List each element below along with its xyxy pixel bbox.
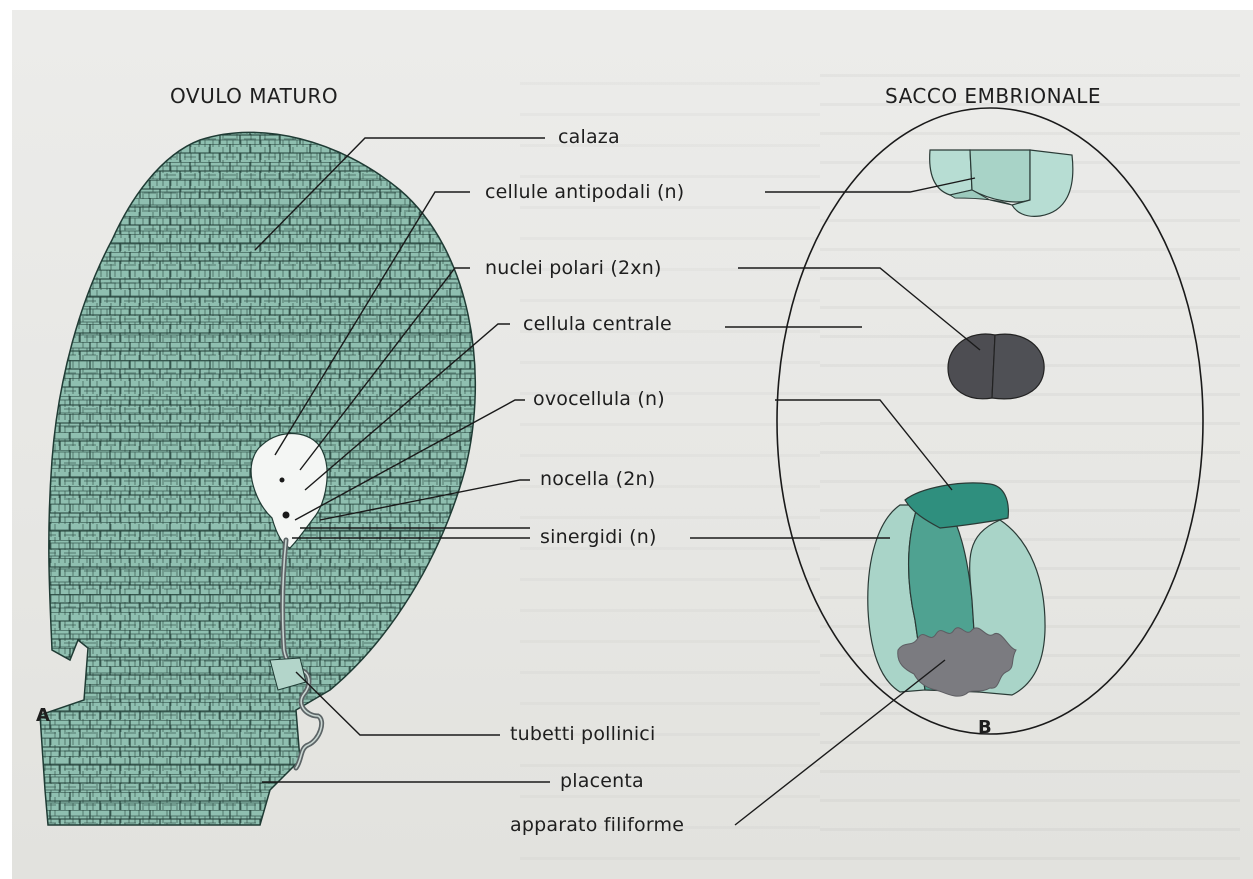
leader-filiforme: [735, 660, 945, 825]
label-placenta: placenta: [560, 770, 644, 792]
right-title: SACCO EMBRIONALE: [885, 84, 1101, 108]
cavity-egg-dot: [283, 512, 290, 519]
panel-letter-a: A: [36, 705, 50, 726]
label-filiforme: apparato filiforme: [510, 814, 684, 836]
leader-ovocellula-right: [775, 400, 952, 490]
label-cellula-centrale: cellula centrale: [523, 313, 672, 335]
label-sinergidi: sinergidi (n): [540, 526, 657, 548]
label-nuclei-polari: nuclei polari (2xn): [485, 257, 662, 279]
label-tubetti: tubetti pollinici: [510, 723, 655, 745]
label-ovocellula: ovocellula (n): [533, 388, 665, 410]
polar-nuclei: [948, 334, 1044, 399]
embryo-sac: [777, 108, 1203, 734]
panel-letter-b: B: [978, 717, 992, 738]
label-calaza: calaza: [558, 126, 620, 148]
mature-ovule: [40, 132, 475, 825]
left-title: OVULO MATURO: [170, 84, 338, 108]
leader-nuclei-right: [738, 268, 980, 350]
egg-apparatus: [868, 483, 1045, 696]
cavity-nucleus: [280, 478, 285, 483]
label-antipodali: cellule antipodali (n): [485, 181, 684, 203]
label-nocella: nocella (2n): [540, 468, 655, 490]
